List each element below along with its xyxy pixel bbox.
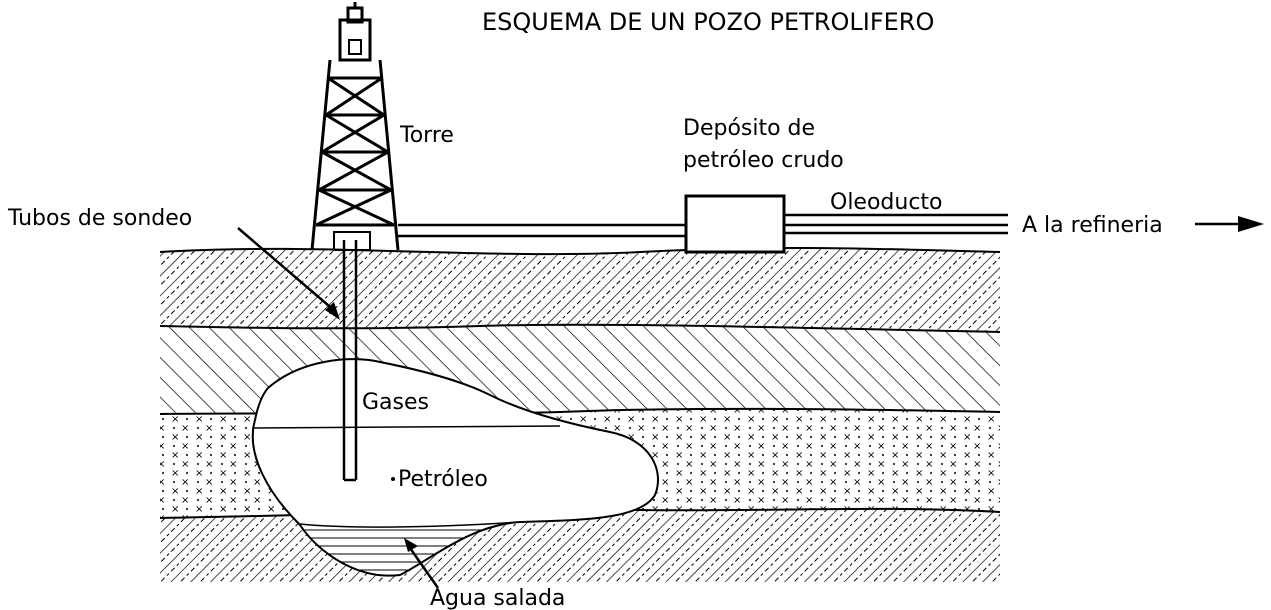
crude-oil-tank	[684, 194, 786, 254]
stratum-bottom	[150, 507, 1010, 610]
drill-pipes	[342, 240, 358, 482]
label-refineria: A la refineria	[1022, 213, 1163, 238]
derrick-tower	[310, 2, 400, 251]
label-petroleo: Petróleo	[398, 467, 488, 492]
label-gases: Gases	[362, 390, 429, 415]
tubos-leader	[237, 227, 340, 320]
pipeline	[398, 213, 1008, 238]
label-deposito-line1: Depósito de	[683, 116, 815, 141]
label-torre: Torre	[399, 123, 454, 148]
petroleo-marker	[391, 477, 395, 481]
label-tubos-de-sondeo: Tubos de sondeo	[7, 206, 192, 231]
label-oleoducto: Oleoducto	[830, 190, 943, 215]
agua-leader	[404, 538, 440, 589]
diagram-title: ESQUEMA DE UN POZO PETROLIFERO	[482, 8, 934, 36]
refinery-arrow	[1195, 216, 1264, 232]
label-deposito-line2: petróleo crudo	[683, 148, 844, 173]
stratum-top	[159, 246, 1001, 332]
label-agua-salada: Agua salada	[430, 586, 565, 610]
